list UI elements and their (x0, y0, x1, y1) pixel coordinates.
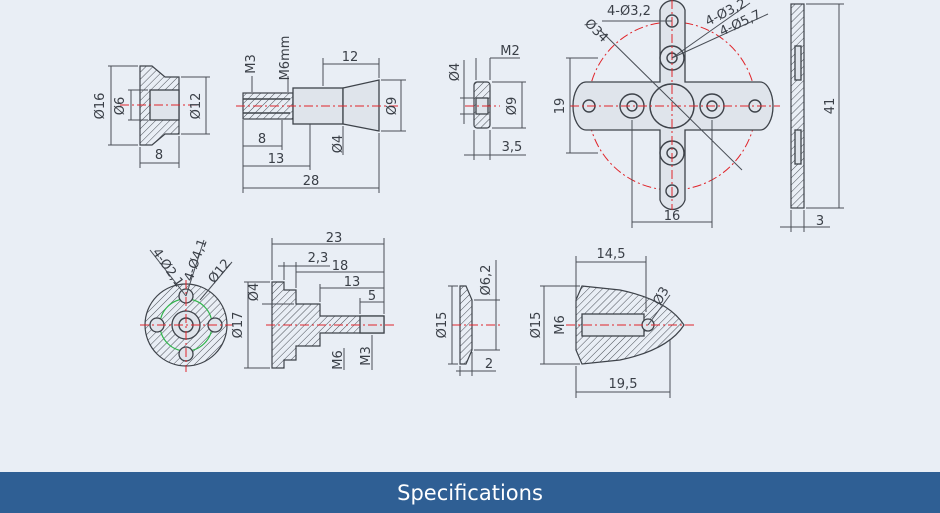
dim-label: 4-Ø2,1 (149, 246, 186, 291)
part-thin-washer: Ø15 Ø6,2 2 (435, 260, 500, 376)
dim-label: M6 (331, 350, 346, 370)
dim-label: 19 (553, 98, 568, 115)
part-shaft-adapter: M3 M6mm 12 Ø9 Ø4 8 13 28 (236, 36, 406, 193)
dim-label: 4-Ø3,2 (607, 4, 651, 19)
dim-label: 41 (823, 98, 838, 115)
part-cone-spacer: Ø16 Ø6 Ø12 8 (93, 65, 210, 168)
dim-label: 3,5 (502, 140, 523, 155)
dim-label: 16 (664, 209, 681, 224)
dim-label: Ø12 (206, 256, 235, 286)
dim-label: M2 (500, 44, 520, 59)
dim-label: 14,5 (597, 247, 626, 262)
dim-label: Ø4 (247, 283, 262, 302)
dim-label: 2 (485, 357, 493, 372)
dim-label: Ø6,2 (479, 265, 494, 296)
dim-label: 18 (332, 259, 349, 274)
dim-label: Ø6 (113, 97, 128, 116)
dim-label: 2,3 (308, 251, 329, 266)
dim-label: 19,5 (609, 377, 638, 392)
specifications-title: Specifications (397, 480, 543, 505)
part-hub-section: 23 2,3 18 13 5 Ø17 Ø4 M6 M3 (231, 231, 395, 370)
dim-label: Ø12 (189, 93, 204, 120)
part-washer: Ø4 M2 Ø9 3,5 (448, 44, 526, 160)
dim-label: 8 (155, 148, 163, 163)
dim-label: M6 (553, 315, 568, 335)
dim-label: Ø16 (93, 93, 108, 120)
dim-label: 13 (268, 152, 285, 167)
dim-label: Ø15 (529, 312, 544, 339)
dim-label: 13 (344, 275, 361, 290)
part-cross-mount: 4-Ø3,2 Ø34 4-Ø3,2 4-Ø5,7 19 16 (553, 0, 780, 228)
dim-label: Ø4 (448, 63, 463, 82)
dim-label: 3 (816, 214, 824, 229)
dim-label: M6mm (278, 36, 293, 81)
part-cross-side: 41 3 (780, 3, 844, 232)
dim-label: Ø17 (231, 312, 246, 339)
dim-label: Ø9 (385, 97, 400, 116)
dim-label: 8 (258, 132, 266, 147)
dim-label: Ø15 (435, 312, 450, 339)
technical-drawing: Ø16 Ø6 Ø12 8 M3 M6mm 12 Ø9 Ø4 8 13 28 (93, 0, 844, 398)
dim-label: M3 (359, 346, 374, 366)
specifications-bar[interactable]: Specifications (0, 472, 940, 513)
part-hub-top: 4-Ø2,1 4-Ø4,1 Ø12 (140, 237, 234, 372)
dim-label: 12 (342, 50, 359, 65)
dim-label: M3 (244, 54, 259, 74)
dim-label: Ø9 (505, 97, 520, 116)
part-spinner: 14,5 Ø3 Ø15 M6 19,5 (529, 247, 696, 398)
dim-label: Ø4 (331, 135, 346, 154)
dim-label: 5 (368, 289, 376, 304)
dim-label: 28 (303, 174, 320, 189)
dim-label: 23 (326, 231, 343, 246)
